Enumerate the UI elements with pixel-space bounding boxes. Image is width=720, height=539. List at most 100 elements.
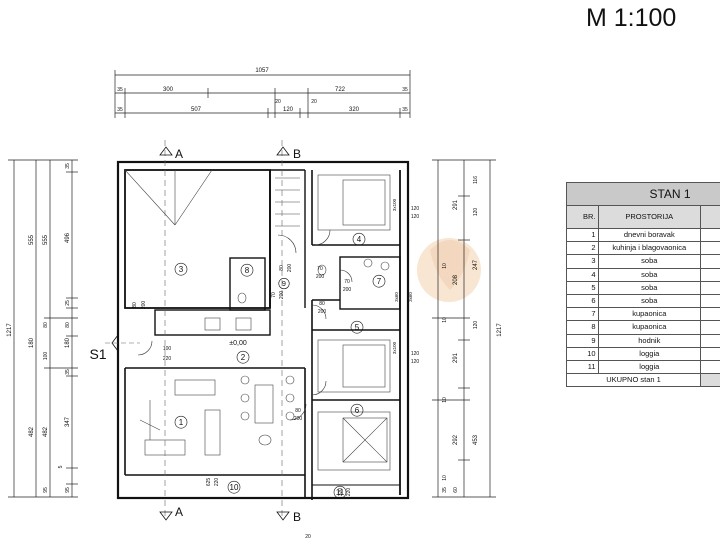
dimension-label: 60 (453, 487, 459, 493)
dimension-label: 95 (43, 487, 49, 493)
walls (116, 160, 410, 500)
dimension-label: 35 (402, 107, 408, 113)
dimension-label: 1057 (255, 68, 269, 74)
opening-label: 120 (411, 351, 420, 357)
dimension-label: 453 (473, 434, 479, 445)
dimension-label: 291 (453, 199, 459, 210)
opening-label: 80 (295, 408, 301, 414)
dimension-label: 120 (473, 321, 479, 330)
dimension-label: 482 (43, 426, 49, 437)
room-number-circle (174, 262, 188, 276)
watermark-logo (417, 238, 481, 302)
dimension-label: 247 (473, 259, 479, 270)
column-header-area (700, 205, 720, 229)
room-number: 5 (355, 323, 360, 332)
dimension-label: 5 (58, 465, 64, 468)
dimension-label: 80 (65, 322, 71, 328)
dimension-label: 180 (65, 337, 71, 348)
dimension-lines (8, 70, 496, 498)
room-number-circle (236, 350, 250, 364)
opening-label: 100 (163, 346, 172, 352)
opening-label: 200 (294, 416, 303, 422)
dimension-label: 35 (117, 107, 123, 113)
opening-label: 220 (163, 356, 172, 362)
dimension-label: 20 (311, 99, 317, 105)
dimension-label: 555 (43, 234, 49, 245)
room-number: 11 (336, 488, 345, 497)
dimension-label: 347 (65, 416, 71, 427)
dimension-label: 320 (349, 107, 360, 113)
dimension-label: 291 (453, 352, 459, 363)
dimension-label: 35 (402, 87, 408, 93)
opening-label: 3x60 (408, 292, 413, 302)
opening-label: 320 (338, 488, 344, 497)
dimension-label: 1217 (497, 323, 503, 337)
room-number: 3 (179, 265, 184, 274)
opening-label: 80 (319, 301, 325, 307)
room-number: 6 (355, 406, 360, 415)
opening-label: 3x100 (392, 198, 397, 211)
section-label-s1: S1 (89, 346, 106, 362)
dimension-label: 292 (453, 434, 459, 445)
opening-label: 80 (132, 302, 138, 308)
scale-label: M 1:100 (586, 4, 677, 32)
dimension-label: 35 (65, 163, 71, 169)
dimension-label: 35 (65, 369, 71, 375)
room-number: 9 (282, 281, 286, 288)
dimension-label: 496 (65, 232, 71, 243)
opening-label: 3x100 (392, 341, 397, 354)
opening-label: 120 (411, 359, 420, 365)
room-number-circle (372, 274, 386, 288)
opening-label: 120 (411, 214, 420, 220)
dimension-label: 80 (43, 322, 49, 328)
dimension-label: 95 (65, 487, 71, 493)
section-label-a: A (175, 147, 183, 161)
section-label-b: B (293, 147, 301, 161)
dimension-label: 120 (473, 208, 479, 217)
opening-label: 200 (141, 301, 147, 310)
dimension-label: 300 (163, 87, 174, 93)
column-header-room: PROSTORIJA (597, 205, 702, 229)
opening-label: 200 (279, 291, 285, 300)
room-number-circle (350, 403, 364, 417)
dimension-label: 10 (442, 263, 448, 269)
dimension-label: 10 (442, 397, 448, 403)
dimension-label: 116 (473, 176, 479, 184)
room-number: 10 (230, 483, 239, 492)
dimension-label: 482 (29, 426, 35, 437)
row-area (700, 359, 720, 375)
room-number: 8 (245, 266, 250, 275)
room-number-circle (240, 263, 254, 277)
dimension-label: 100 (43, 352, 49, 361)
dimension-label: 208 (453, 274, 459, 285)
opening-label: 200 (343, 287, 352, 293)
dimension-label: 120 (283, 107, 294, 113)
room-number: 2 (241, 353, 246, 362)
room-number-circle (174, 415, 188, 429)
opening-label: 200 (316, 274, 325, 280)
opening-label: 70 (344, 279, 350, 285)
opening-label: 220 (346, 488, 352, 497)
dimension-label: 180 (29, 337, 35, 348)
room-number: 7 (377, 277, 382, 286)
level-label: ±0,00 (229, 340, 247, 347)
dimension-label: 20 (275, 99, 281, 105)
dimension-label: 35 (117, 87, 123, 93)
opening-label: 220 (214, 478, 220, 487)
dimension-label: 35 (442, 487, 448, 493)
opening-label: 625 (206, 478, 212, 487)
dimension-label: 1217 (7, 323, 13, 337)
dimension-label: 20 (305, 534, 311, 539)
dimension-label: 722 (335, 87, 346, 93)
section-label-b: B (293, 510, 301, 524)
table-total-value (700, 373, 720, 388)
room-number-circle (350, 320, 364, 334)
dimension-label: 25 (65, 300, 71, 306)
dimension-label: 10 (442, 475, 448, 481)
door-swings (137, 229, 353, 421)
room-number-circle (333, 485, 347, 499)
